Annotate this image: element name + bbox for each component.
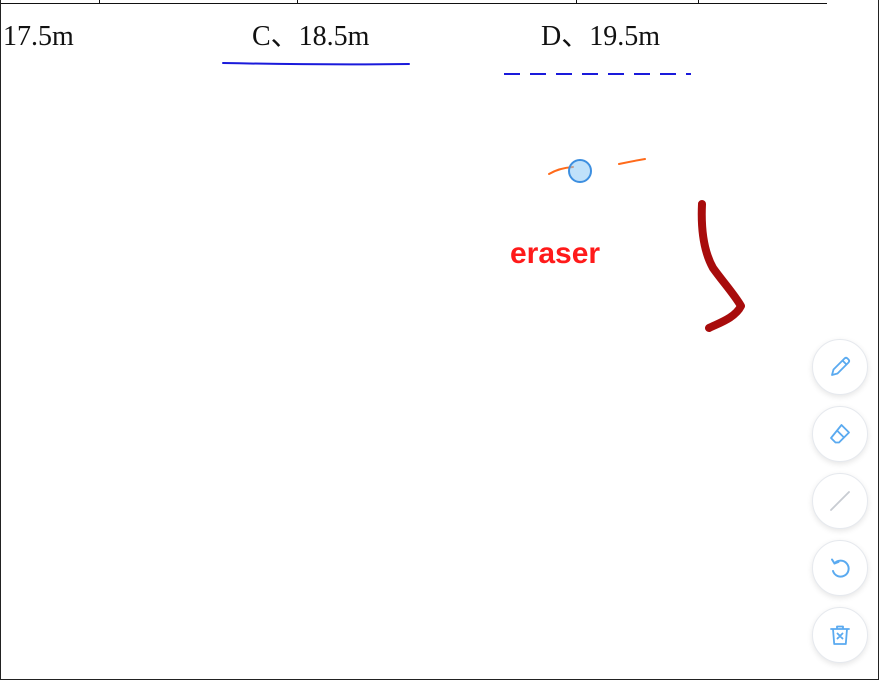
bracket-stroke — [697, 200, 745, 332]
table-bottom-border — [1, 0, 827, 4]
undo-tool-button[interactable] — [812, 540, 868, 596]
pen-tool-button[interactable] — [812, 339, 868, 395]
trash-icon — [830, 625, 850, 645]
pencil-icon — [831, 356, 851, 376]
table-cell-divider — [297, 0, 298, 3]
table-cell-divider — [576, 0, 577, 3]
eraser-cursor-icon — [568, 159, 592, 183]
erased-stroke-fragment — [618, 158, 646, 165]
annotation-label: eraser — [510, 237, 601, 270]
clear-tool-button[interactable] — [812, 607, 868, 663]
option-c-text: C、18.5m — [252, 21, 370, 52]
undo-icon — [831, 558, 850, 578]
eraser-icon — [830, 424, 850, 444]
eraser-tool-button[interactable] — [812, 406, 868, 462]
table-cell-divider — [698, 0, 699, 3]
drawing-toolbar — [812, 339, 870, 674]
option-b-text: 17.5m — [3, 21, 74, 52]
option-d-text: D、19.5m — [541, 21, 661, 52]
line-tool-button[interactable] — [812, 473, 868, 529]
table-cell-divider — [99, 0, 100, 3]
line-icon — [830, 491, 850, 511]
underline-solid-stroke — [222, 62, 410, 66]
